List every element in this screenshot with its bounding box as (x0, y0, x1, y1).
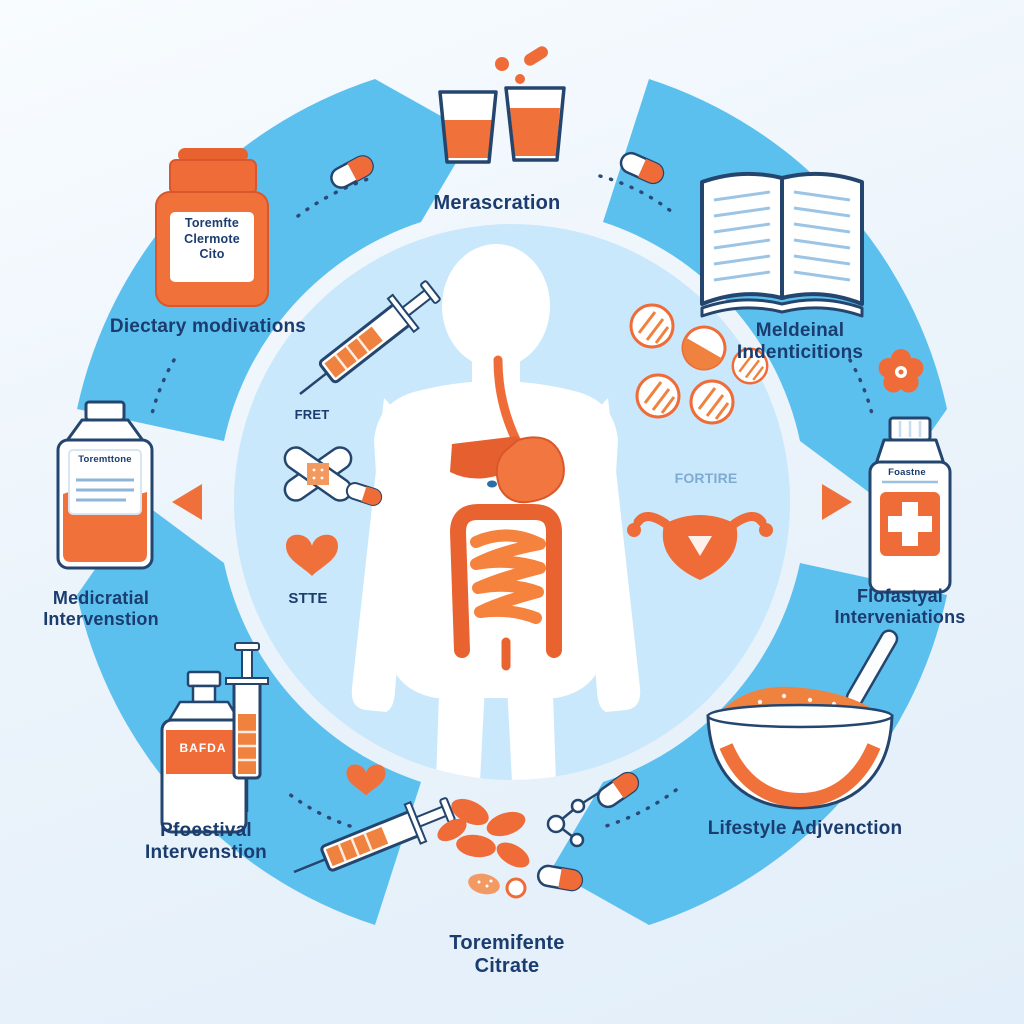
left-bottle-label-text: Toremttone (78, 454, 132, 465)
digestive-organs-icon (449, 355, 565, 671)
tablet-pills-icon (629, 303, 769, 425)
flow-arrow-left-icon (172, 484, 202, 520)
label-top-right: Meldeinal Indenticitions (736, 320, 864, 363)
label-bottom-right: Lifestyle Adjvenction (707, 818, 903, 839)
jar-label-text: Toremfte Clermote Cito (184, 216, 240, 262)
label-fortire: FORTIRE (674, 470, 738, 486)
first-aid-bottle-icon (868, 416, 952, 594)
label-bottom-left: Pfoestival Intervenstion (145, 820, 267, 863)
dashed-connector-arcs (149, 174, 875, 828)
label-bottom: Toremifente Citrate (449, 932, 565, 977)
medicine-bottle-left-icon (56, 400, 154, 570)
label-top-left: Diectary modivations (109, 316, 307, 337)
bl-bottle-label-text: BAFDA (179, 741, 227, 755)
molecule-icon (546, 790, 601, 848)
label-left: Medicratial Intervenstion (43, 588, 159, 629)
drinking-glasses-icon (438, 46, 566, 164)
right-bottle-label-text: Foastne (888, 467, 926, 478)
pill-jar-icon (155, 148, 269, 307)
flow-arrow-right-icon (822, 484, 852, 520)
open-book-icon (700, 171, 864, 318)
label-fret: FRET (294, 407, 330, 422)
flower-icon (878, 349, 924, 393)
capsule-pills-bottom (437, 798, 530, 899)
uterus-icon (627, 512, 773, 580)
medicine-bottle-bl-icon (160, 670, 248, 834)
label-top: Merascration (433, 192, 561, 214)
label-right: Flofastyal Interveniations (834, 586, 966, 627)
label-stte: STTE (288, 590, 328, 607)
body-silhouette-icon (351, 244, 641, 780)
powder-bowl-icon (706, 629, 899, 810)
